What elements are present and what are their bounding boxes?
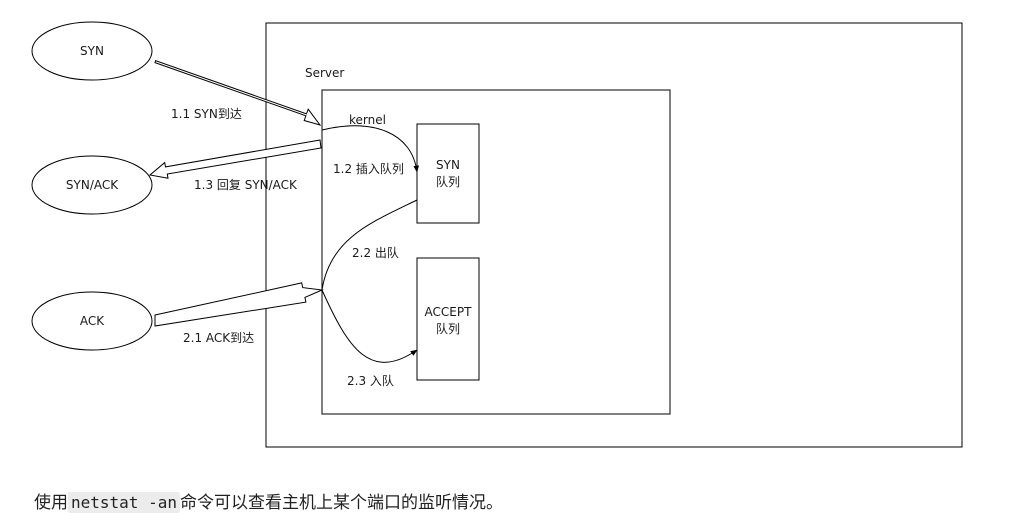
synack-ellipse-label: SYN/ACK xyxy=(66,178,119,192)
kernel-label: kernel xyxy=(349,113,386,127)
ack-ellipse xyxy=(31,291,153,351)
reply-synack-label: 1.3 回复 SYN/ACK xyxy=(194,178,298,192)
syn-queue-label: SYN xyxy=(436,158,460,172)
kernel-box xyxy=(321,89,671,415)
syn-arrive-arrow xyxy=(154,59,322,126)
dequeue-curve xyxy=(321,199,418,291)
syn-arrive-label: 1.1 SYN到达 xyxy=(171,107,242,121)
insert-queue-curve xyxy=(321,125,419,173)
accept-queue-label: ACCEPT xyxy=(425,305,473,319)
dequeue-label: 2.2 出队 xyxy=(352,245,399,260)
server-box xyxy=(265,22,963,448)
synack-ellipse xyxy=(31,155,153,215)
syn-ellipse-label: SYN xyxy=(80,44,104,58)
tcp-handshake-queue-diagram: Server kernel SYN 队列 ACCEPT 队列 SYN SYN/A… xyxy=(31,21,963,448)
caption-suffix: 命令可以查看主机上某个端口的监听情况。 xyxy=(179,493,503,513)
enqueue-label: 2.3 入队 xyxy=(347,373,394,388)
ack-arrive-arrow xyxy=(154,282,324,327)
reply-synack-arrow xyxy=(148,139,322,179)
enqueue-curve xyxy=(321,289,418,363)
accept-queue-box xyxy=(416,257,480,381)
syn-queue-label-sub: 队列 xyxy=(436,174,460,189)
syn-ellipse xyxy=(31,21,153,81)
accept-queue-label-sub: 队列 xyxy=(436,321,460,336)
command-code: netstat -an xyxy=(68,492,180,513)
insert-queue-label: 1.2 插入队列 xyxy=(333,161,404,176)
server-label: Server xyxy=(305,66,344,80)
syn-queue-box xyxy=(416,123,480,224)
caption-prefix: 使用 xyxy=(34,493,68,513)
ack-arrive-label: 2.1 ACK到达 xyxy=(183,331,254,345)
ack-ellipse-label: ACK xyxy=(80,314,105,328)
